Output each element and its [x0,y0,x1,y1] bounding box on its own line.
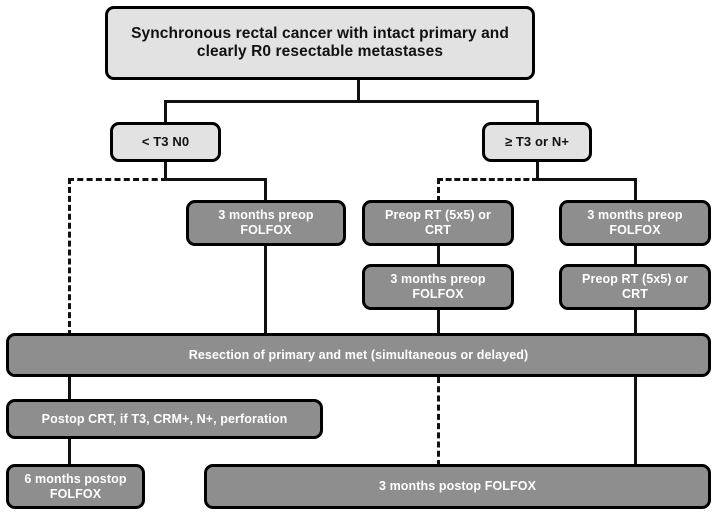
connector-to-col1-row1 [264,178,267,202]
node-col3-3-months-preop-folfox: 3 months preop FOLFOX [559,200,711,246]
node-col3-preop-rt-or-crt: Preop RT (5x5) or CRT [559,264,711,310]
connector-bypass-dashed-horizontal [68,178,167,181]
node-col2-preop-rt-or-crt: Preop RT (5x5) or CRT [362,200,514,246]
node-col2-3-months-preop-folfox: 3 months preop FOLFOX [362,264,514,310]
connector-to-col3-row1 [634,178,637,202]
connector-resection-to-postop-crt [68,377,71,401]
node-resection-primary-and-met: Resection of primary and met (simultaneo… [6,333,711,377]
connector-resection-to-3mo-postop-dashed [437,377,440,466]
node-col1-3-months-preop-folfox: 3 months preop FOLFOX [186,200,346,246]
connector-col3-to-resection [634,310,637,336]
node-stage-less-than-t3-n0: < T3 N0 [110,122,221,162]
node-postop-crt-indications: Postop CRT, if T3, CRM+, N+, perforation [6,399,323,439]
node-6-months-postop-folfox: 6 months postop FOLFOX [6,464,145,509]
connector-stage-left-bus-solid [164,178,267,181]
connector-title-stem [357,80,360,103]
connector-stage-right-bus-solid [536,178,637,181]
node-3-months-postop-folfox: 3 months postop FOLFOX [204,464,711,509]
connector-col3-row1-to-row2 [634,246,637,266]
connector-to-col2-row1-dashed [437,178,440,202]
connector-resection-to-3mo-postop-solid [634,377,637,466]
connector-bus-to-stage-left [164,100,167,124]
connector-col1-to-resection [264,246,267,336]
connector-col2-row1-to-row2 [437,246,440,266]
node-stage-t3-or-n-positive: ≥ T3 or N+ [482,122,592,162]
connector-title-bus [164,100,539,103]
node-title-synchronous-rectal-cancer: Synchronous rectal cancer with intact pr… [105,6,535,80]
connector-postop-crt-to-6-months [68,439,71,466]
connector-bus-to-stage-right [536,100,539,124]
connector-bypass-dashed-vertical [68,178,71,336]
connector-stage-left-stem [164,162,167,180]
connector-col2-to-resection [437,310,440,336]
connector-stage-right-bus-dashed [437,178,538,181]
connector-stage-right-stem [536,162,539,180]
